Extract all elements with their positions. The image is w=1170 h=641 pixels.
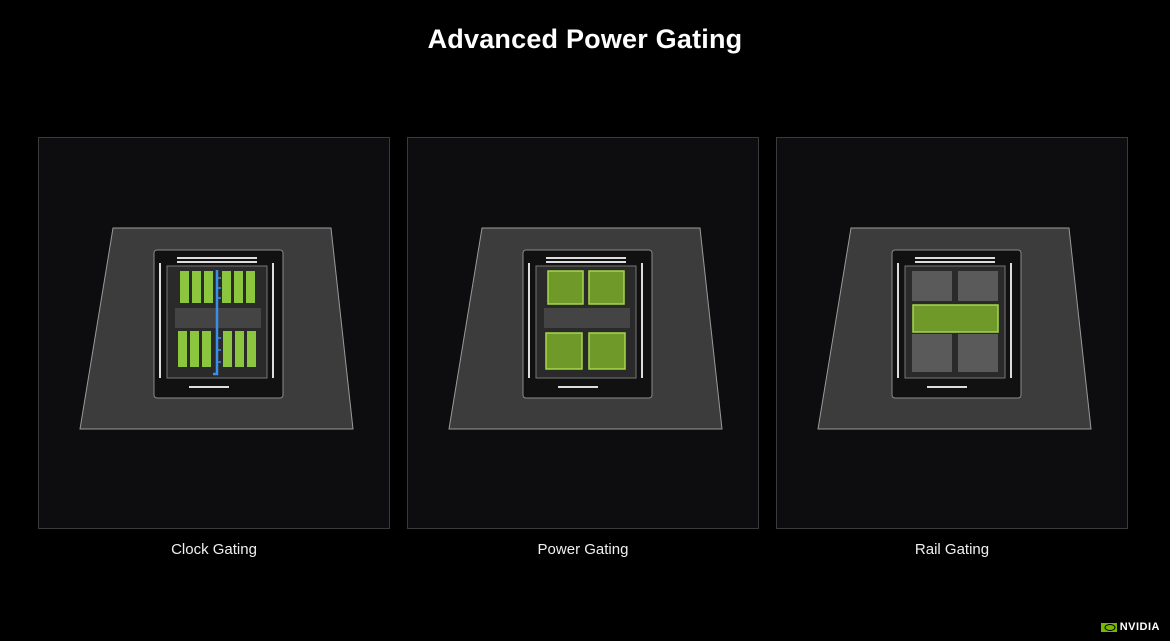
label-power-gating: Power Gating	[537, 541, 629, 558]
label-rail-gating: Rail Gating	[914, 541, 990, 558]
slide-title: Advanced Power Gating	[427, 24, 743, 54]
nvidia-eye-icon	[1100, 622, 1117, 632]
gpu-chip-clock-gating-illustration	[79, 227, 354, 430]
panel-rail-gating	[776, 137, 1128, 529]
label-clock-gating: Clock Gating	[171, 541, 257, 558]
panel-clock-gating	[38, 137, 390, 529]
nvidia-logo: NVIDIA	[1100, 621, 1160, 633]
gpu-chip-power-gating-illustration	[448, 227, 723, 430]
gpu-chip-rail-gating-illustration	[817, 227, 1092, 430]
panel-power-gating	[407, 137, 759, 529]
logo-text: NVIDIA	[1119, 621, 1160, 633]
